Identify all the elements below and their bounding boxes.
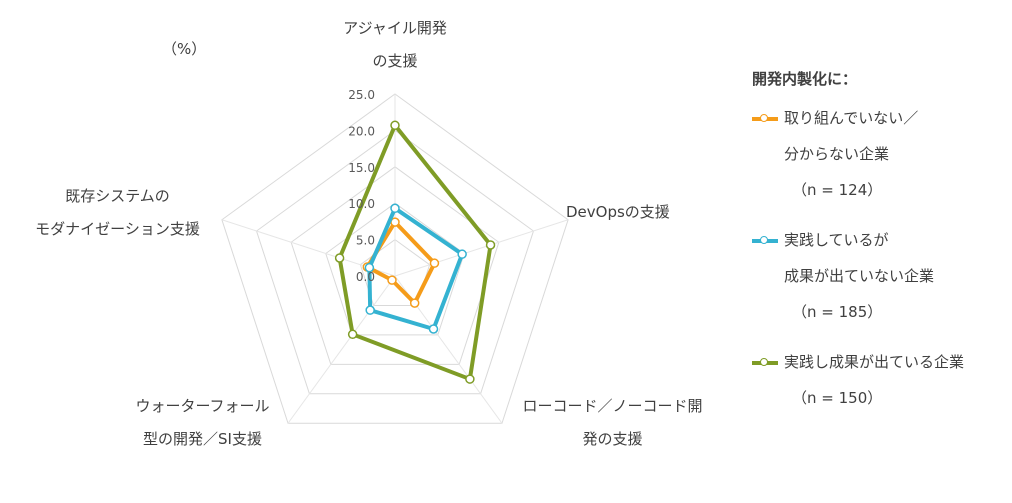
grid-ring [325,202,465,336]
grid-spoke [287,275,396,424]
axis-label-line: 型の開発／SI支援 [143,430,262,448]
legend-text: 取り組んでいない／ [784,109,919,127]
tick-label: 15.0 [348,161,375,175]
axis-label-line: ローコード／ノーコード開 [522,397,703,415]
legend-text: （n = 124） [792,181,883,199]
legend-text: （n = 185） [792,303,883,321]
data-point [465,374,475,384]
grid-ring [290,166,500,365]
data-point [334,253,345,263]
data-point [364,262,375,273]
legend-marker [752,236,778,244]
axis-label-line: アジャイル開発 [343,19,447,37]
tick-label: 0.0 [356,270,375,284]
legend-title: 開発内製化に： [752,70,858,88]
axis-label-lowcode: ローコード／ノーコード開 発の支援 [500,390,725,456]
grid-ring [255,129,535,395]
legend-text: （n = 150） [792,389,883,407]
axis-label-devops: DevOpsの支援 [566,196,696,229]
legend-text: 成果が出ていない企業 [784,267,935,285]
tick-label: 5.0 [356,234,375,248]
legend-item-not-started: 取り組んでいない／ 分からない企業 （n = 124） [752,100,964,208]
data-point [365,305,375,315]
tick-label: 20.0 [348,124,375,138]
legend-text: 実践し成果が出ている企業 [784,353,965,371]
axis-label-line: の支援 [372,52,418,70]
unit-label: （%） [162,40,207,58]
legend-text: 分からない企業 [784,145,890,163]
series-line-1 [367,206,465,332]
data-point [409,298,420,308]
data-point [390,203,400,214]
data-point [390,120,400,131]
data-point [387,275,397,285]
tick-label: 10.0 [348,197,375,211]
data-point [457,249,467,259]
axis-label-line: DevOpsの支援 [566,203,670,221]
axis-label-line: モダナイゼーション支援 [35,220,200,238]
grid-spoke [394,219,569,277]
axis-label-line: ウォーターフォール [135,397,270,415]
legend-text: 実践しているが [784,231,889,249]
legend: 開発内製化に： 取り組んでいない／ 分からない企業 （n = 124） 実践して… [752,64,964,416]
axis-label-line: 発の支援 [582,430,643,448]
legend-marker [752,358,778,366]
legend-marker [752,114,778,122]
axis-label-waterfall: ウォーターフォール 型の開発／SI支援 [110,390,295,456]
data-point [347,329,358,340]
axis-label-modernization: 既存システムの モダナイゼーション支援 [10,180,225,246]
data-point [428,324,439,334]
axis-label-agile: アジャイル開発 の支援 [320,12,470,78]
legend-item-no-results: 実践しているが 成果が出ていない企業 （n = 185） [752,222,964,330]
grid-ring [221,93,569,424]
axis-label-line: 既存システムの [65,187,170,205]
tick-label: 25.0 [348,88,375,102]
grid-ring [359,238,431,306]
series-line-2 [337,123,493,382]
legend-item-results: 実践し成果が出ている企業 （n = 150） [752,344,964,416]
series-line-0 [365,220,437,306]
data-point [429,258,440,268]
data-point [485,240,496,250]
